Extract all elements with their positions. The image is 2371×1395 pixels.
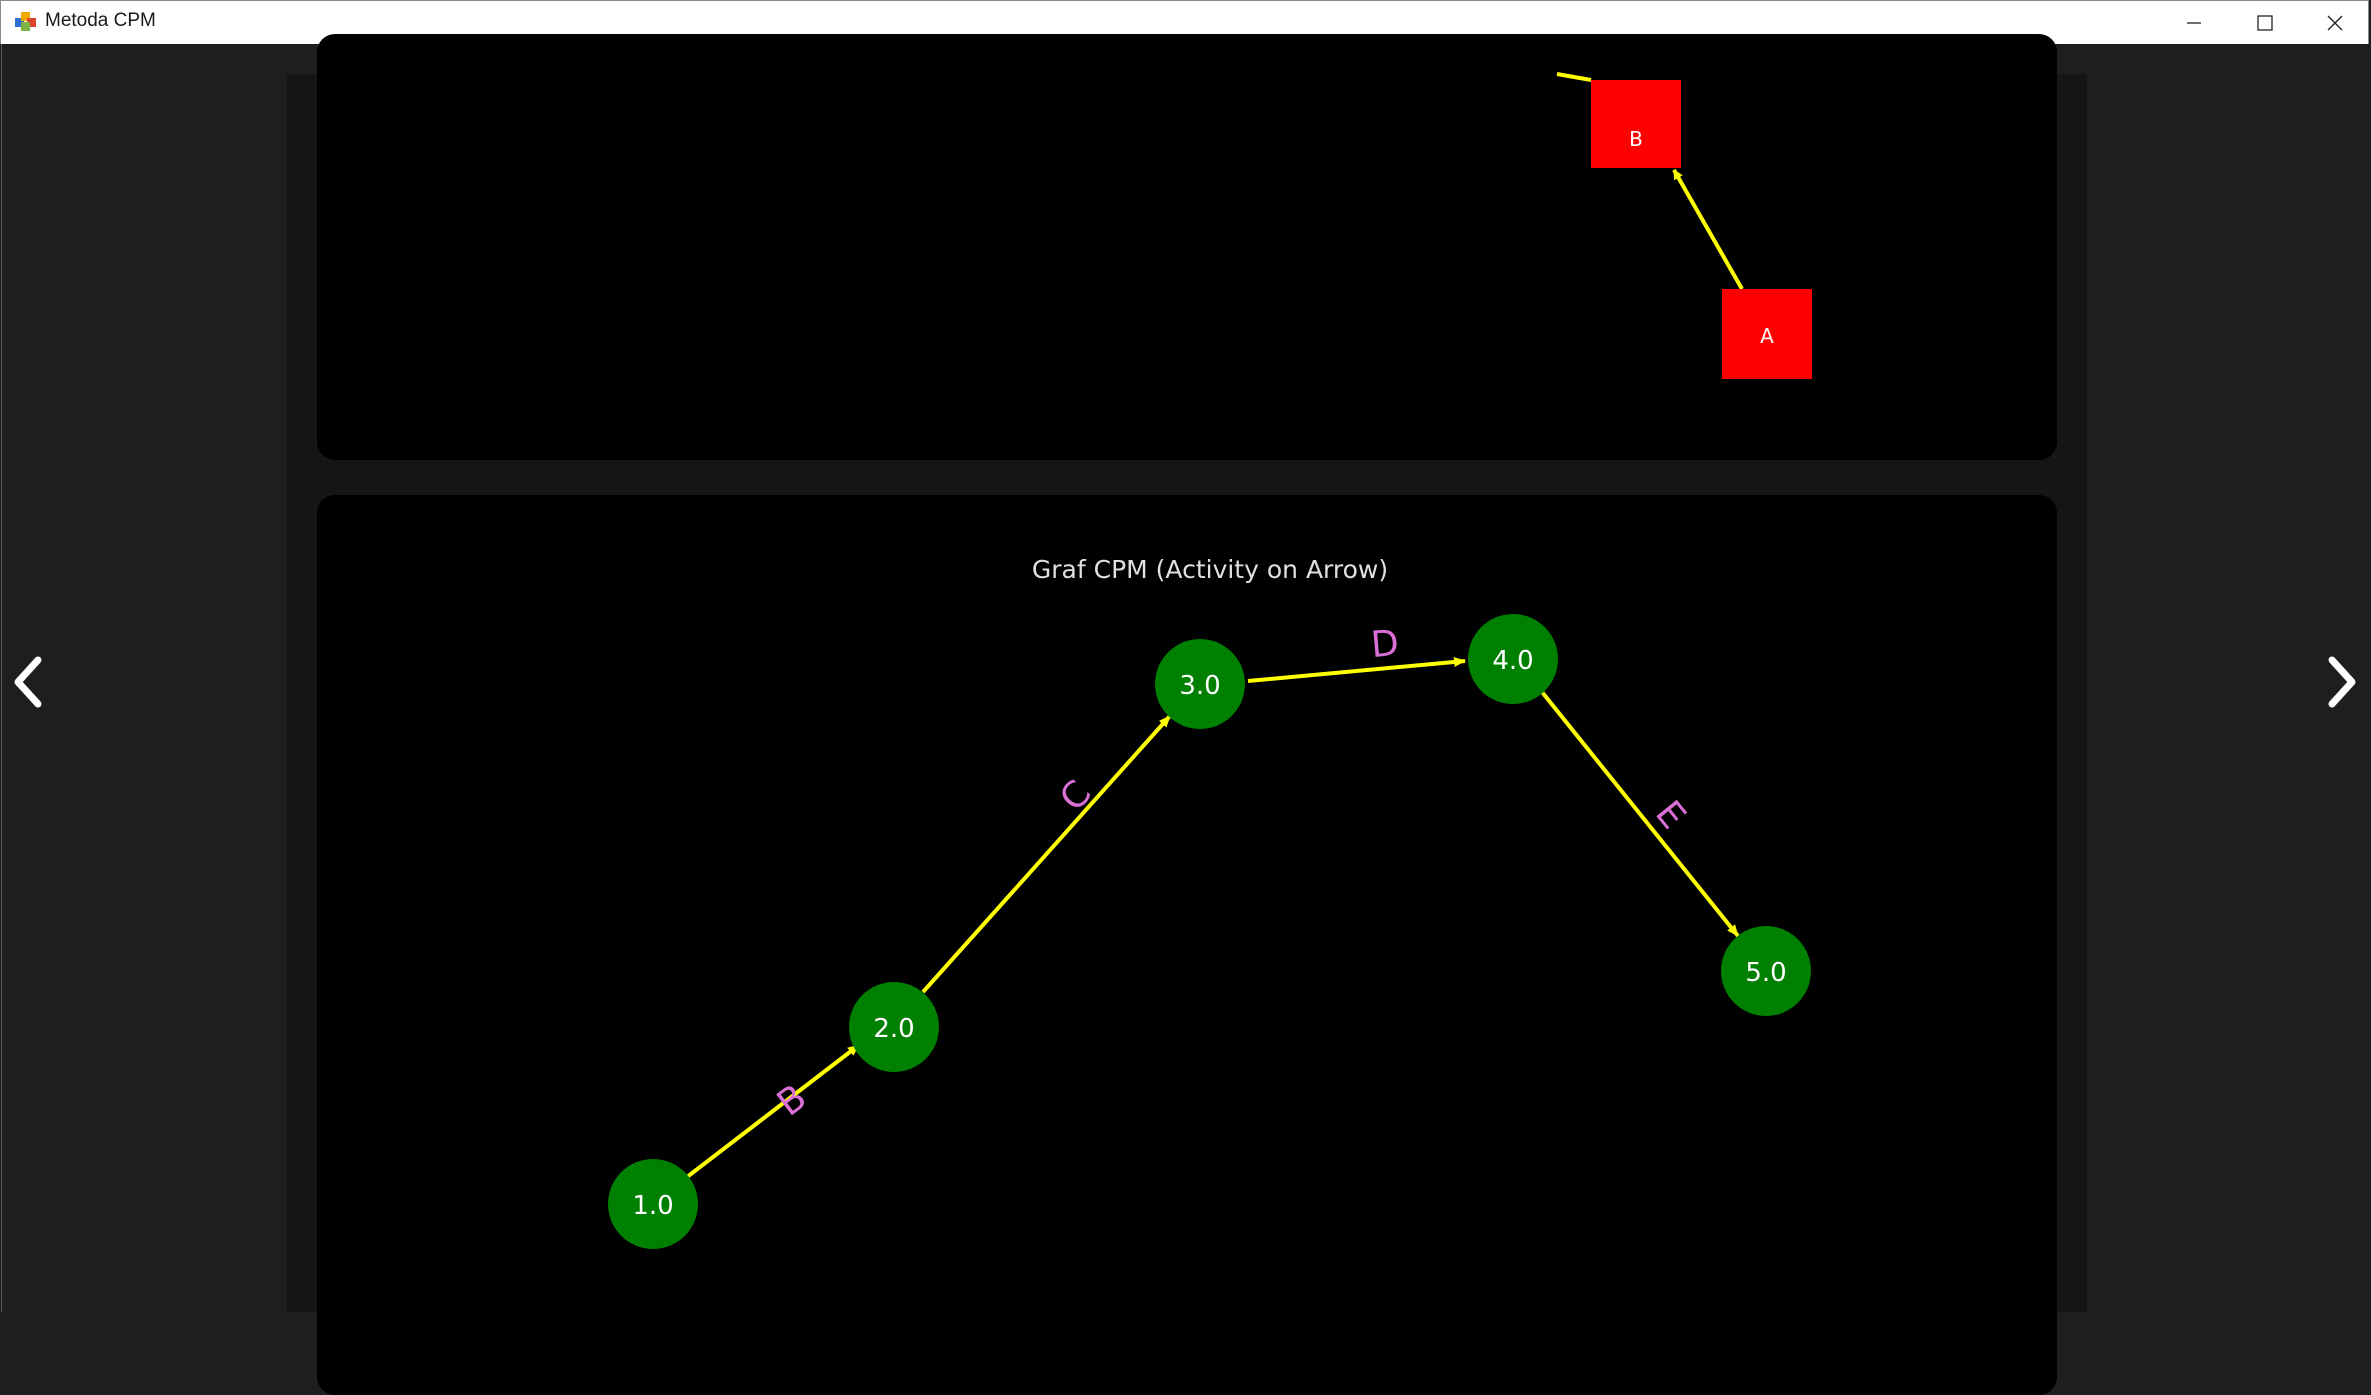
aoa-node-1: 1.0 [608, 1159, 698, 1249]
aoa-node-1-label: 1.0 [632, 1191, 673, 1221]
aoa-node-3: 3.0 [1155, 639, 1245, 729]
aoa-node-2-label: 2.0 [873, 1014, 914, 1044]
chevron-right-icon [2328, 656, 2356, 708]
aoa-edge-d [1247, 657, 1466, 683]
aoa-graph-panel: Graf CPM (Activity on Arrow) B C D E 1.0 [317, 495, 2057, 1395]
maximize-button[interactable] [2231, 1, 2299, 44]
aoa-node-4: 4.0 [1468, 614, 1558, 704]
aoa-edge-label-d: D [1369, 623, 1400, 666]
close-button[interactable] [2301, 1, 2369, 44]
aoa-graph: Graf CPM (Activity on Arrow) B C D E 1.0 [608, 555, 1811, 1249]
aon-edge-incoming [1556, 72, 1592, 82]
minimize-icon [2187, 22, 2201, 24]
aon-edge-a-b [1672, 169, 1744, 290]
aoa-edge-b [685, 1043, 861, 1179]
aoa-node-5: 5.0 [1721, 926, 1811, 1016]
aoa-edge-c [921, 714, 1172, 994]
aoa-node-3-label: 3.0 [1179, 671, 1220, 701]
aoa-node-5-label: 5.0 [1745, 958, 1786, 988]
minimize-button[interactable] [2161, 1, 2229, 44]
aon-node-a: A [1722, 289, 1812, 379]
aoa-node-4-label: 4.0 [1492, 646, 1533, 676]
prev-button[interactable] [8, 652, 48, 712]
aon-graph: B A [1556, 72, 1812, 379]
aoa-edge-e [1540, 690, 1740, 938]
aon-graph-panel: B A [317, 34, 2057, 460]
aoa-edge-label-c: C [1052, 773, 1099, 819]
aon-node-b: B [1591, 80, 1681, 168]
aon-node-a-label: A [1760, 324, 1774, 348]
next-button[interactable] [2322, 652, 2362, 712]
aoa-graph-title: Graf CPM (Activity on Arrow) [1032, 555, 1388, 584]
maximize-icon [2257, 15, 2273, 31]
app-icon [15, 12, 37, 32]
aoa-node-2: 2.0 [849, 982, 939, 1072]
close-icon [2327, 15, 2343, 31]
graphs-scroll-area[interactable]: B A Graf CPM (Activity on Arrow) [287, 34, 2087, 1395]
client-area: B A Graf CPM (Activity on Arrow) [1, 34, 2368, 1395]
window-title: Metoda CPM [45, 10, 156, 31]
chevron-left-icon [14, 656, 42, 708]
aon-node-b-label: B [1629, 127, 1643, 151]
